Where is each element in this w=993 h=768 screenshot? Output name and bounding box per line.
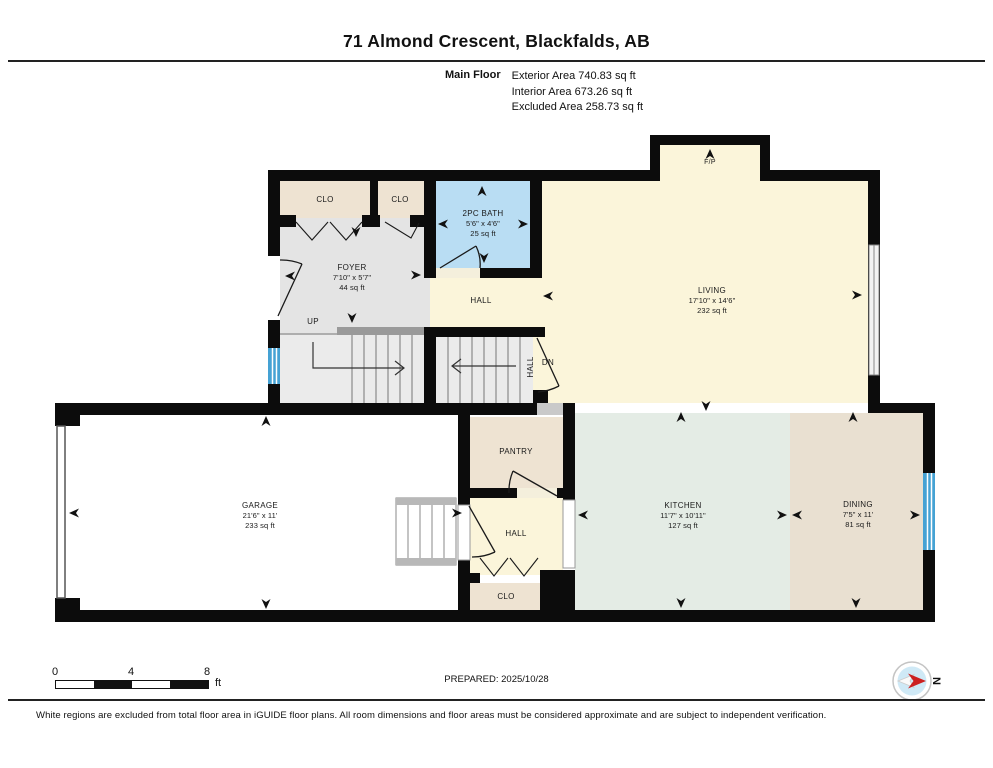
room-fill-closet-b: [378, 181, 424, 218]
door-closet-a-bifold: [295, 221, 363, 241]
exterior-area: Exterior Area 740.83 sq ft: [511, 70, 636, 82]
room-area: 232 sq ft: [697, 306, 727, 315]
room-dims: 21'6" x 11': [242, 511, 278, 520]
prepared-date: PREPARED: 2025/10/28: [444, 674, 549, 685]
room-label-fireplace: F/P: [704, 159, 716, 166]
floor-area-stats: Exterior Area 740.83 sq ft Interior Area…: [512, 69, 643, 116]
room-fill-closet-a: [280, 181, 370, 218]
stair-railing: [337, 327, 424, 335]
door-bath: [439, 245, 481, 269]
bath-door-sill: [436, 268, 480, 278]
room-label-closet-c: CLO: [497, 592, 515, 601]
landing-opening-sill: [457, 504, 471, 561]
room-fill-garage: [67, 417, 458, 610]
footer-divider: [8, 699, 985, 701]
room-label-foyer: FOYER 7'10" x 5'7" 44 sq ft: [333, 263, 371, 293]
door-closet-c-bifold: [479, 557, 539, 577]
stairs-down: [447, 337, 521, 403]
room-fill-bath: [436, 181, 530, 268]
room-label-dining: DINING 7'5" x 11' 81 sq ft: [843, 500, 874, 530]
room-label-living: LIVING 17'10" x 14'6" 232 sq ft: [689, 286, 736, 316]
room-label-kitchen: KITCHEN 11'7" x 10'11" 127 sq ft: [660, 501, 706, 531]
scale-unit: ft: [215, 677, 222, 689]
room-label-hall-stairs: HALL: [526, 356, 535, 378]
room-name: GARAGE: [241, 501, 279, 510]
walls: [55, 170, 935, 622]
door-garage-landing: [468, 505, 496, 558]
scale-tick-4: 4: [127, 666, 135, 678]
scale-tick-8: 8: [203, 666, 211, 678]
room-label-pantry: PANTRY: [499, 447, 533, 456]
room-area: 44 sq ft: [339, 283, 365, 292]
room-name: KITCHEN: [664, 501, 702, 510]
stairs-up-direction-line: [312, 342, 404, 369]
room-name: DINING: [843, 500, 873, 509]
room-name: LIVING: [697, 286, 727, 295]
window-foyer: [268, 348, 280, 384]
floor-stats: Main Floor Exterior Area 740.83 sq ft In…: [445, 69, 643, 116]
door-pantry: [508, 470, 558, 497]
room-name: FOYER: [337, 263, 367, 272]
compass-tail: [896, 673, 915, 689]
scale-bar-segments: [55, 680, 209, 689]
compass-face: [897, 666, 927, 696]
pantry-door-sill: [517, 488, 557, 498]
window-dining: [923, 473, 935, 550]
room-area: 233 sq ft: [245, 521, 275, 530]
fireplace-wall-top: [650, 135, 770, 145]
room-label-garage: GARAGE 21'6" x 11' 233 sq ft: [242, 501, 278, 531]
room-label-closet-a: CLO: [316, 195, 334, 204]
kitchen-opening-sill: [562, 499, 576, 569]
door-basement-stairs: [536, 337, 560, 393]
room-area: 81 sq ft: [845, 520, 871, 529]
stairs-up-arrow: [394, 360, 405, 376]
header-divider: [8, 60, 985, 62]
fireplace-wall-left: [650, 135, 660, 181]
room-label-hall-lower: HALL: [505, 529, 527, 538]
room-name: 2PC BATH: [462, 209, 504, 218]
stairs-up: [312, 335, 413, 403]
compass-north-label: N: [930, 677, 942, 685]
stairs-down-arrow: [451, 358, 462, 374]
stairs-garage: [395, 497, 457, 566]
page-title: 71 Almond Crescent, Blackfalds, AB: [343, 31, 650, 51]
room-label-bath: 2PC BATH 5'6" x 4'6" 25 sq ft: [463, 209, 504, 239]
room-label-closet-b: CLO: [391, 195, 409, 204]
door-entry: [277, 259, 303, 317]
room-fill-closet-c: [470, 583, 540, 610]
door-closet-b: [384, 221, 420, 239]
room-dims: 7'10" x 5'7": [332, 273, 372, 282]
interior-area: Interior Area 673.26 sq ft: [511, 85, 633, 98]
room-dims: 5'6" x 4'6": [466, 219, 500, 228]
room-fill-dining: [790, 413, 923, 610]
entry-door-opening: [268, 256, 280, 320]
compass-icon: N: [892, 661, 942, 701]
room-dims: 7'5" x 11': [842, 510, 874, 519]
room-label-hall-upper: HALL: [470, 296, 492, 305]
stair-threshold: [537, 403, 563, 415]
scale-bar: 0 4 8 ft: [52, 666, 295, 696]
doors: [277, 221, 560, 577]
compass-needle: [908, 673, 926, 689]
room-area: 25 sq ft: [470, 229, 496, 238]
garage-door: [56, 425, 66, 599]
fireplace-wall-right: [760, 135, 770, 181]
room-fill-kitchen: [575, 413, 790, 610]
disclaimer-text: White regions are excluded from total fl…: [36, 710, 827, 721]
room-dims: 17'10" x 14'6": [688, 296, 736, 305]
plan-features: [56, 135, 935, 599]
stairs-up-label: UP: [307, 317, 319, 326]
room-fills: [67, 181, 923, 610]
floor-label: Main Floor: [445, 69, 501, 81]
room-fill-pantry: [470, 417, 563, 488]
room-dims: 11'7" x 10'11": [660, 511, 706, 520]
scale-tick-0: 0: [51, 666, 59, 678]
stairs-down-label: DN: [541, 358, 555, 367]
excluded-area: Excluded Area 258.73 sq ft: [511, 101, 644, 114]
room-area: 127 sq ft: [668, 521, 698, 530]
